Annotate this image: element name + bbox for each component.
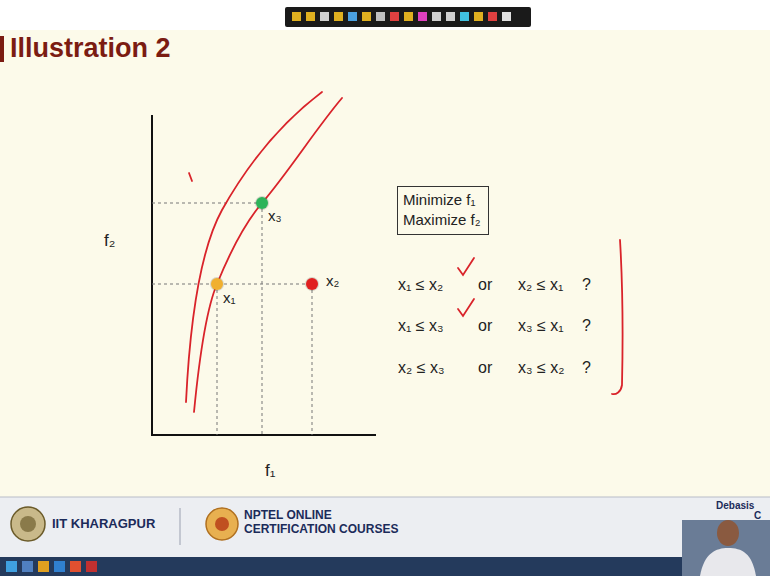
x-axis: [151, 434, 376, 436]
dominance-relation: x₁ ≤ x₂: [398, 276, 443, 294]
connective: or: [478, 359, 492, 377]
y-axis: [151, 115, 153, 436]
slide-title: Illustration 2: [10, 33, 171, 64]
objective-text: Minimize f₁: [403, 190, 483, 210]
guide-lines: [152, 203, 312, 435]
nptel-logo: [206, 508, 238, 540]
question-mark: ?: [582, 317, 591, 335]
iit-logo: [20, 516, 36, 532]
connective: or: [478, 276, 492, 294]
presenter-name: Debasis: [716, 500, 754, 512]
institute-name: IIT KHARAGPUR: [52, 517, 155, 532]
taskbar-icons: [6, 561, 97, 572]
check-mark: [458, 299, 474, 316]
presenter: [700, 548, 756, 576]
toolbar: [285, 7, 531, 27]
point-marker: [306, 278, 318, 290]
tick: [189, 173, 192, 181]
point-label: x₁: [223, 289, 236, 306]
point-marker: [211, 278, 223, 290]
dominance-relation: x₂ ≤ x₃: [398, 359, 444, 377]
presenter: [717, 520, 739, 546]
red-annotations: [186, 92, 623, 412]
question-mark: ?: [582, 276, 591, 294]
point-marker: [256, 197, 268, 209]
dominance-relation: x₃ ≤ x₁: [518, 317, 564, 335]
course-name: NPTEL ONLINE CERTIFICATION COURSES: [244, 509, 422, 537]
presenter-name: C: [754, 510, 761, 522]
iit-logo: [11, 507, 45, 541]
footer-band: [0, 497, 770, 557]
front-curve: [186, 92, 322, 402]
bracket: [612, 240, 623, 394]
check-mark: [458, 258, 474, 275]
axis-label: f₂: [104, 231, 115, 251]
dominance-relation: x₁ ≤ x₃: [398, 317, 444, 335]
point-label: x₂: [326, 272, 339, 289]
dominance-relation: x₂ ≤ x₁: [518, 276, 563, 294]
question-mark: ?: [582, 359, 591, 377]
presenter-video: [682, 520, 770, 576]
objective-box: Minimize f₁Maximize f₂: [397, 186, 489, 235]
objective-text: Maximize f₂: [403, 210, 483, 230]
axis-label: f₁: [265, 461, 275, 481]
dominance-relation: x₃ ≤ x₂: [518, 359, 564, 377]
point-label: x₃: [268, 207, 282, 224]
toolbar-icons: [292, 12, 511, 21]
top-band: [0, 0, 770, 30]
nptel-logo: [215, 517, 229, 531]
taskbar: [0, 557, 770, 576]
connective: or: [478, 317, 492, 335]
title-bar: [0, 36, 4, 62]
front-curve: [194, 98, 342, 412]
